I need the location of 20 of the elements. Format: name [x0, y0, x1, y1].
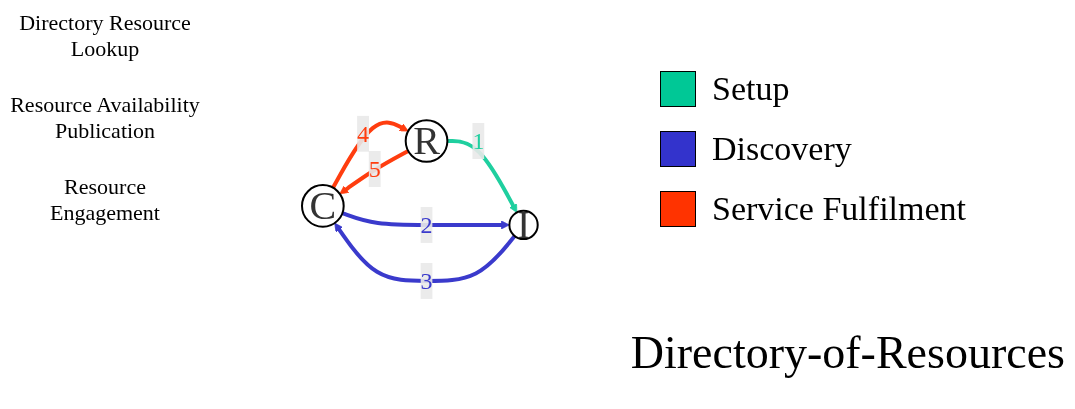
annotation-text: Resource Availability Publication — [10, 92, 200, 144]
annotation-text: Resource Engagement — [49, 174, 161, 226]
edge-label: 3 — [420, 267, 433, 294]
arrow — [447, 139, 518, 213]
legend-label: Setup — [712, 70, 790, 108]
edge-label: 1 — [472, 128, 485, 155]
edge-label: 4 — [357, 120, 370, 147]
node-circle: I — [508, 209, 539, 241]
arrow — [339, 149, 410, 195]
arrow — [331, 120, 409, 189]
node-circle: C — [301, 184, 345, 228]
diagram-title: Directory-of-Resources — [630, 326, 1065, 379]
arrow — [334, 222, 517, 283]
annotation-text: Directory Resource Lookup — [18, 10, 192, 62]
arrow — [341, 211, 510, 230]
legend-label: Service Fulfilment — [712, 190, 966, 228]
edge-label: 2 — [420, 211, 433, 238]
edge-label: 5 — [368, 156, 381, 183]
legend-label: Discovery — [712, 130, 852, 168]
node-circle: R — [404, 119, 449, 163]
